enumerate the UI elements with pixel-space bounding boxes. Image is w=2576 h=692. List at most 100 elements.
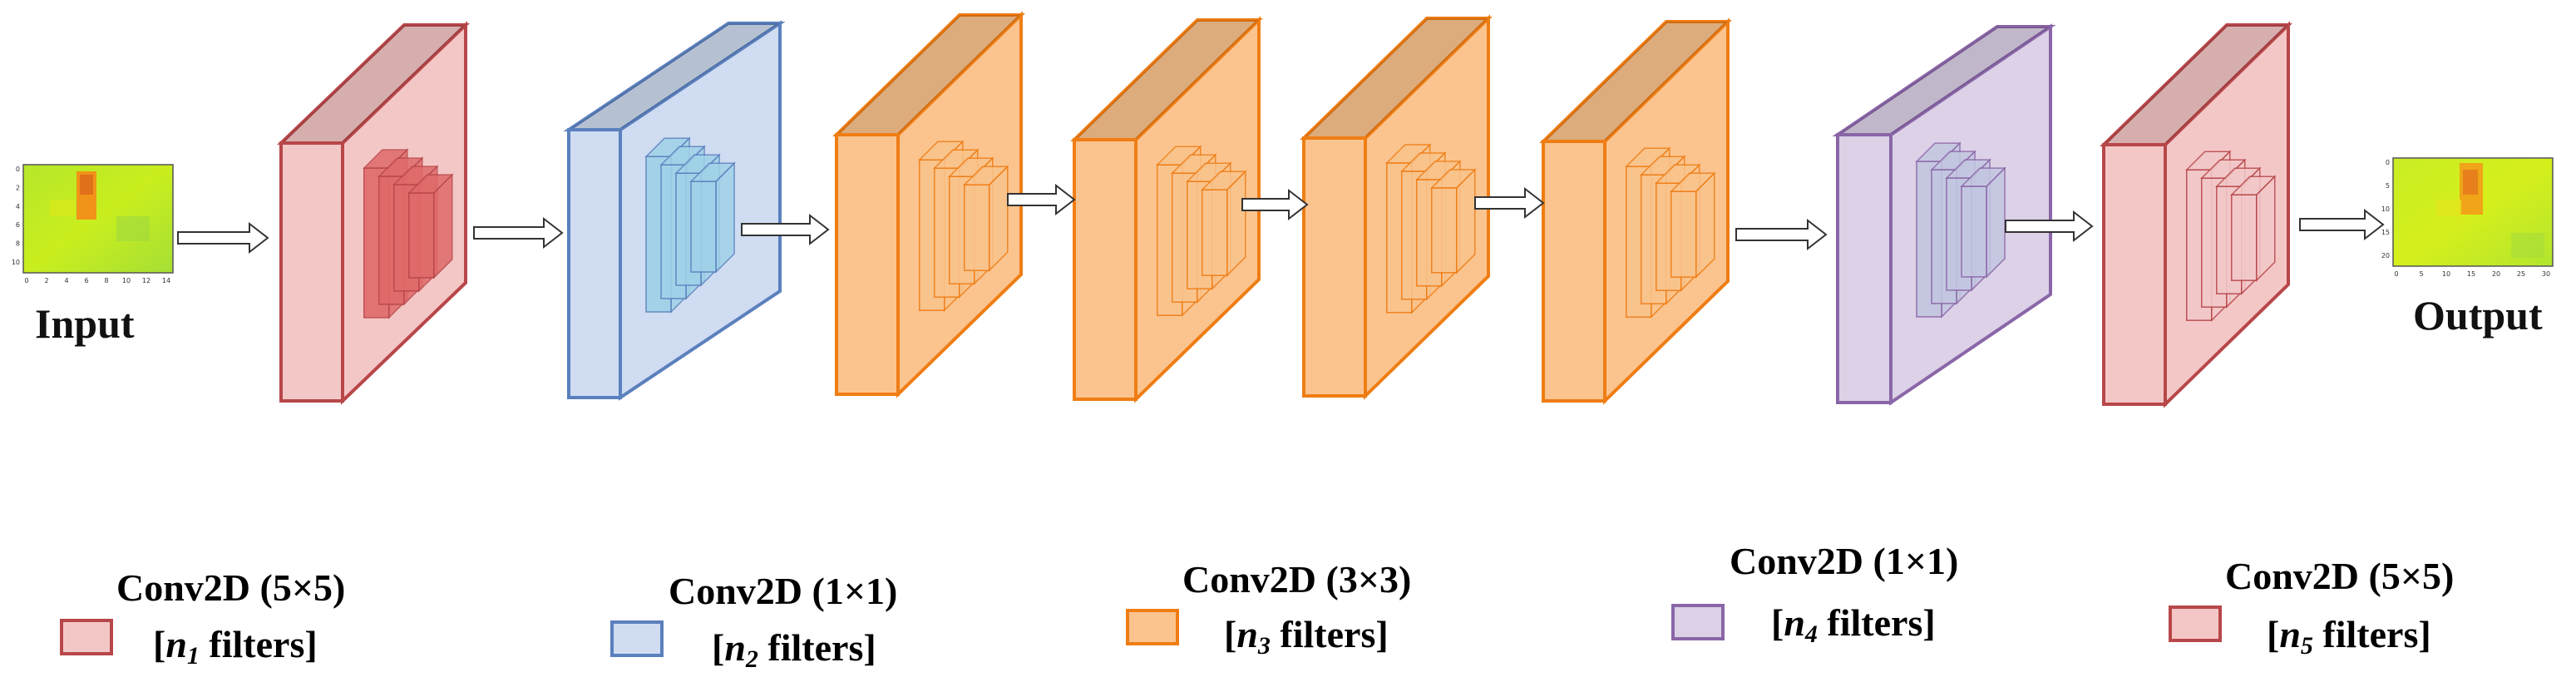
block-top-shade bbox=[281, 25, 466, 143]
legend-filters-part: filters] bbox=[758, 626, 876, 669]
legend-filters-part: n bbox=[724, 626, 746, 669]
filter-side bbox=[433, 173, 453, 279]
block-front-face bbox=[1073, 138, 1137, 401]
arrow-7 bbox=[1735, 218, 1828, 251]
filter-side bbox=[989, 165, 1009, 273]
tick-label: 10 bbox=[2381, 205, 2390, 213]
arrow-6 bbox=[1474, 186, 1545, 220]
filter-side bbox=[1986, 166, 2006, 279]
legend-title: Conv2D (1×1) bbox=[1730, 540, 1959, 582]
filter-side bbox=[2256, 175, 2276, 283]
arrow-5 bbox=[1241, 188, 1309, 221]
tick-label: 6 bbox=[16, 221, 20, 229]
tick-label: 30 bbox=[2542, 270, 2550, 278]
layer-block-6 bbox=[1539, 17, 1732, 405]
block-front-face bbox=[2102, 143, 2167, 406]
legend-filters-part: filters] bbox=[199, 623, 318, 665]
input-label: Input bbox=[35, 300, 135, 347]
tick-label: 8 bbox=[16, 240, 20, 248]
block-front-face bbox=[1836, 133, 1893, 404]
filter-front bbox=[1670, 190, 1697, 278]
legend-swatch bbox=[610, 620, 664, 657]
tick-label: 15 bbox=[2467, 270, 2475, 278]
legend-swatch bbox=[1671, 604, 1725, 640]
tick-label: 0 bbox=[24, 277, 28, 284]
legend-filters: [n4 filters] bbox=[1771, 601, 1936, 649]
filter-front bbox=[1202, 189, 1228, 276]
filter-front bbox=[408, 192, 435, 279]
legend-filters: [n3 filters] bbox=[1224, 612, 1389, 660]
legend-filters-part: 5 bbox=[2300, 632, 2313, 660]
tick-label: 14 bbox=[162, 277, 170, 284]
tick-label: 2 bbox=[16, 184, 20, 191]
layer-block-5 bbox=[1300, 14, 1493, 400]
tick-label: 10 bbox=[2442, 270, 2450, 278]
filter-front bbox=[964, 184, 990, 271]
legend-filters-part: [ bbox=[1224, 613, 1237, 655]
filter-front bbox=[690, 180, 717, 273]
block-front-face bbox=[567, 128, 622, 399]
block-front-face bbox=[1542, 140, 1606, 403]
arrow-1 bbox=[177, 221, 269, 255]
legend-filters-part: [ bbox=[2267, 613, 2280, 655]
legend-title: Conv2D (1×1) bbox=[669, 570, 898, 612]
legend-filters-part: [ bbox=[153, 623, 166, 665]
tick-label: 5 bbox=[2419, 270, 2423, 278]
block-top-shade bbox=[2104, 25, 2288, 145]
legend-swatch bbox=[2169, 606, 2222, 642]
block-top-shade bbox=[569, 23, 780, 130]
output-label: Output bbox=[2413, 292, 2543, 339]
arrow-4 bbox=[1007, 183, 1076, 216]
legend-filters-part: n bbox=[165, 623, 187, 665]
layer-block-1 bbox=[277, 21, 470, 405]
filter-side bbox=[1456, 168, 1476, 274]
legend-filters-part: n bbox=[2279, 613, 2301, 655]
legend-filters-part: filters] bbox=[2312, 613, 2431, 655]
layer-block-3 bbox=[832, 11, 1025, 398]
legend-title: Conv2D (5×5) bbox=[2225, 555, 2455, 597]
tick-label: 12 bbox=[142, 277, 151, 284]
block-front-face bbox=[279, 141, 344, 403]
filter-side bbox=[1695, 171, 1715, 279]
legend-swatch bbox=[1126, 609, 1179, 645]
legend-swatch bbox=[60, 619, 113, 655]
block-top-shade bbox=[1304, 18, 1488, 138]
tick-label: 0 bbox=[2386, 159, 2390, 166]
filter-side bbox=[1226, 170, 1246, 278]
legend-title: Conv2D (5×5) bbox=[116, 566, 346, 609]
layer-block-7 bbox=[1832, 23, 2056, 406]
block-front-face bbox=[1302, 136, 1367, 398]
arrow-3 bbox=[741, 213, 830, 246]
tick-label: 4 bbox=[16, 203, 20, 210]
legend-filters-part: [ bbox=[712, 626, 725, 669]
tick-label: 2 bbox=[44, 277, 48, 284]
legend-filters-part: [ bbox=[1771, 601, 1784, 644]
legend-filters-part: n bbox=[1784, 601, 1805, 644]
legend-title: Conv2D (3×3) bbox=[1182, 558, 1412, 601]
arrow-8 bbox=[2005, 210, 2094, 243]
flow-arrows bbox=[177, 183, 2385, 255]
legend-filters-part: filters] bbox=[1817, 601, 1936, 644]
legend-filters: [n1 filters] bbox=[153, 622, 318, 670]
block-top-shade bbox=[1074, 20, 1259, 140]
tick-label: 0 bbox=[16, 166, 20, 173]
layer-block-8 bbox=[2100, 21, 2292, 408]
block-top-shade bbox=[1543, 22, 1728, 141]
legend-filters: [n5 filters] bbox=[2267, 612, 2431, 660]
filter-side bbox=[715, 161, 735, 274]
tick-label: 8 bbox=[104, 277, 108, 284]
tick-label: 20 bbox=[2381, 252, 2390, 260]
legend-filters-part: 2 bbox=[745, 645, 758, 673]
filter-front bbox=[2231, 194, 2258, 281]
block-front-face bbox=[835, 133, 900, 396]
legend-filters: [n2 filters] bbox=[712, 625, 876, 674]
arrow-9 bbox=[2299, 208, 2385, 241]
block-top-shade bbox=[1838, 27, 2050, 135]
